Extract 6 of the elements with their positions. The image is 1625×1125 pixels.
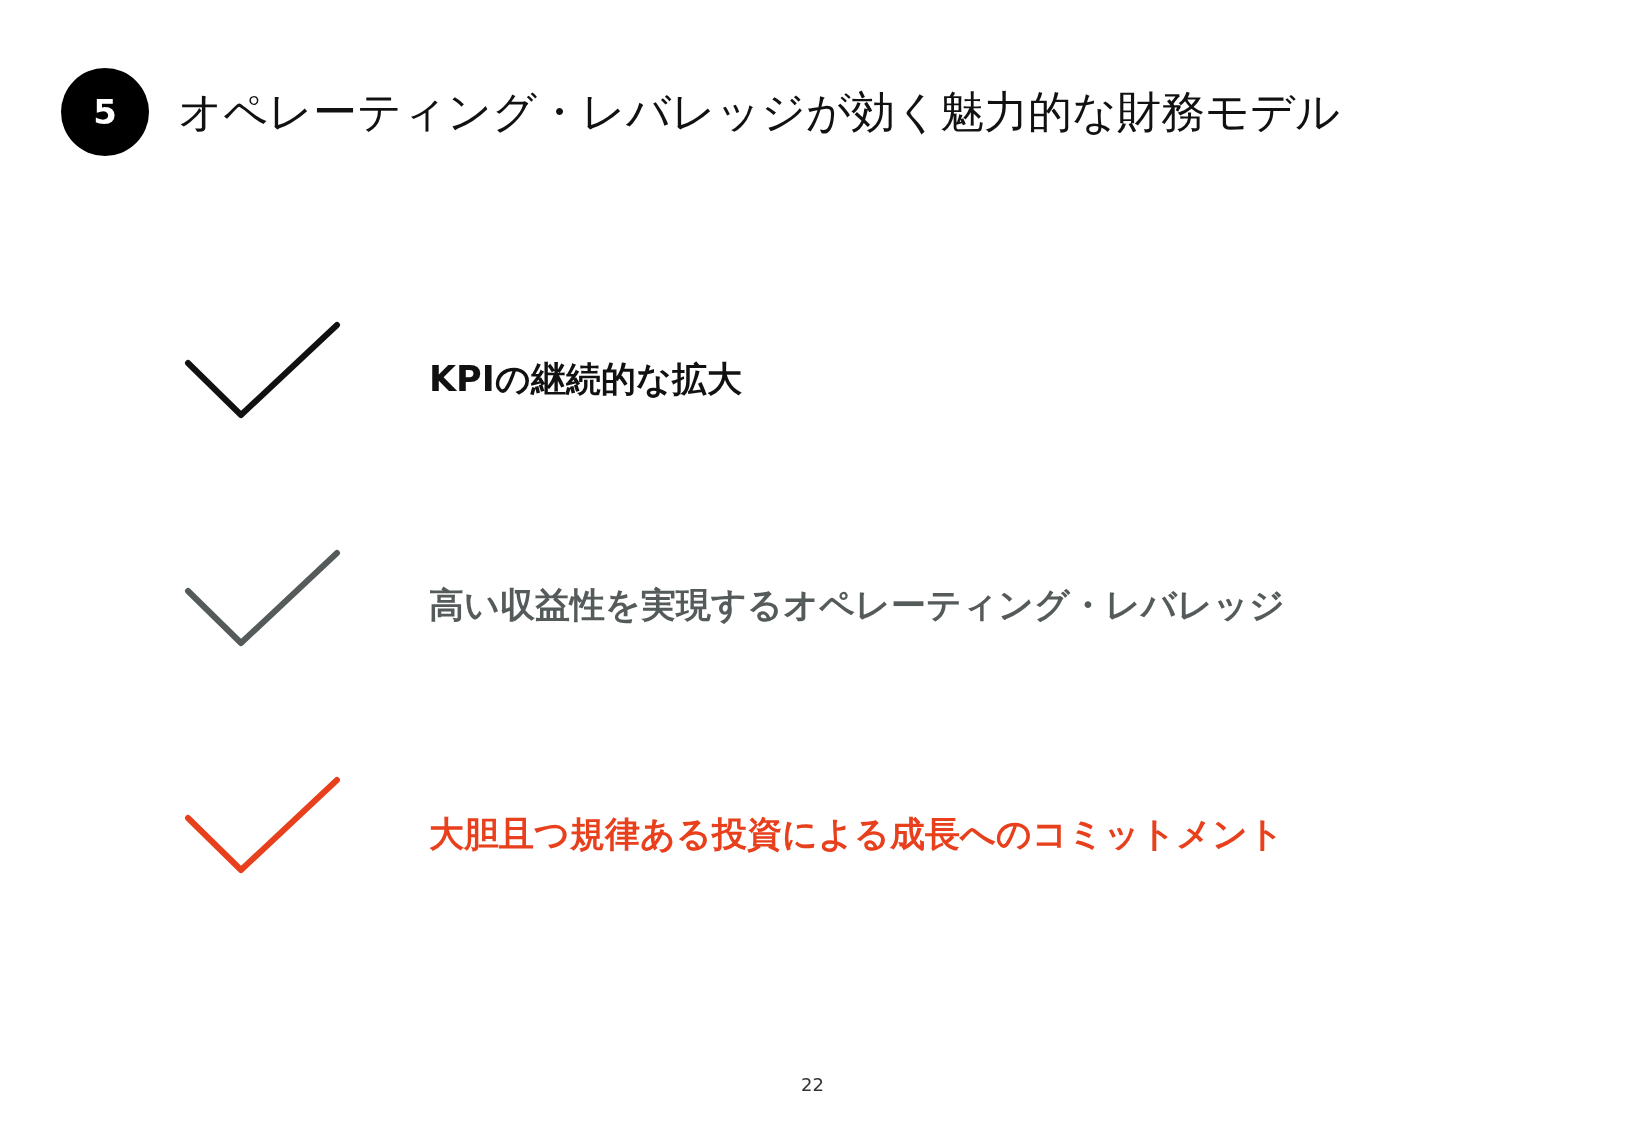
checklist-item: 高い収益性を実現するオペレーティング・レバレッジ — [429, 584, 1285, 627]
slide-title: オペレーティング・レバレッジが効く魅力的な財務モデル — [178, 86, 1340, 138]
checklist-item: 大胆且つ規律ある投資による成長へのコミットメント — [429, 813, 1284, 856]
checklist-item: KPIの継続的な拡大 — [429, 358, 742, 401]
section-number-badge: 5 — [61, 68, 149, 156]
page-number: 22 — [800, 1074, 825, 1095]
